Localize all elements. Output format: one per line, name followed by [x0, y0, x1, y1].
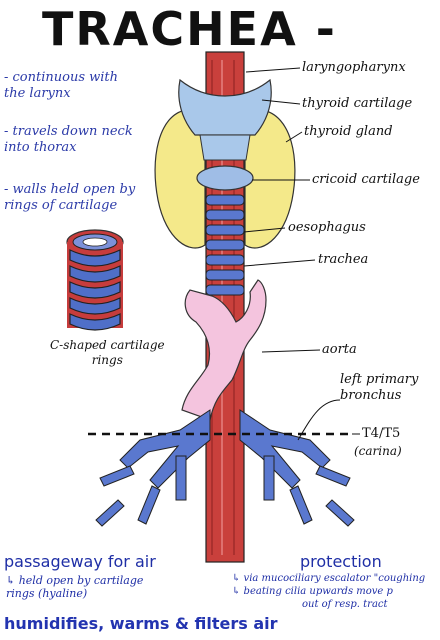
- note-line: - travels down neck: [4, 124, 133, 139]
- caption-line: rings: [91, 353, 123, 367]
- sub-line: rings (hyaline): [6, 587, 88, 600]
- function-humidifies: humidifies, warms & filters air: [4, 614, 278, 633]
- note-line: into thorax: [4, 140, 77, 155]
- caption-line: C-shaped cartilage: [50, 338, 165, 352]
- sub-line: out of resp. tract: [302, 599, 388, 610]
- sub-line: ↳ via mucociliary escalator "coughing: [232, 573, 426, 584]
- note-line: - continuous with: [4, 70, 119, 85]
- ring-caption: C-shaped cartilage rings: [50, 338, 165, 368]
- note-travels-down-neck: - travels down neck into thorax: [4, 124, 133, 156]
- thyroid-cartilage-shape: [178, 78, 272, 161]
- note-line: - walls held open by: [4, 182, 136, 197]
- label-line: bronchus: [340, 388, 402, 403]
- leader-lines: [243, 67, 360, 441]
- label-aorta: aorta: [322, 342, 357, 357]
- label-thyroid-gland: thyroid gland: [304, 124, 393, 139]
- thyroid-gland-shape: [154, 109, 296, 249]
- trachea-shape: [205, 194, 245, 296]
- function-protection-sub: ↳ via mucociliary escalator "coughing ↳ …: [232, 572, 425, 611]
- sub-line: ↳ beating cilia upwards move p: [232, 586, 393, 597]
- label-laryngopharynx: laryngopharynx: [302, 60, 406, 75]
- sub-line: ↳ held open by cartilage: [6, 574, 144, 587]
- label-t4-t5: T4/T5: [362, 426, 401, 441]
- label-carina: (carina): [354, 444, 402, 458]
- label-trachea: trachea: [318, 252, 369, 267]
- note-line: rings of cartilage: [4, 198, 118, 213]
- note-line: the larynx: [4, 86, 71, 101]
- note-continuous-with-larynx: - continuous with the larynx: [4, 70, 118, 102]
- bronchi-shape: [95, 409, 355, 527]
- c-shaped-rings-illustration: [66, 229, 124, 331]
- label-cricoid-cartilage: cricoid cartilage: [312, 172, 420, 187]
- function-passageway-title: passageway for air: [4, 552, 156, 571]
- label-oesophagus: oesophagus: [288, 220, 366, 235]
- function-protection-title: protection: [300, 552, 382, 571]
- aorta-shape: [181, 279, 267, 421]
- function-passageway-sub: ↳ held open by cartilage rings (hyaline): [6, 574, 143, 600]
- note-walls-held-open: - walls held open by rings of cartilage: [4, 182, 135, 214]
- cricoid-cartilage-shape: [196, 165, 254, 191]
- page-title: TRACHEA -: [42, 2, 337, 56]
- label-line: left primary: [340, 372, 419, 387]
- label-thyroid-cartilage: thyroid cartilage: [302, 96, 413, 111]
- label-left-primary-bronchus: left primary bronchus: [340, 372, 418, 404]
